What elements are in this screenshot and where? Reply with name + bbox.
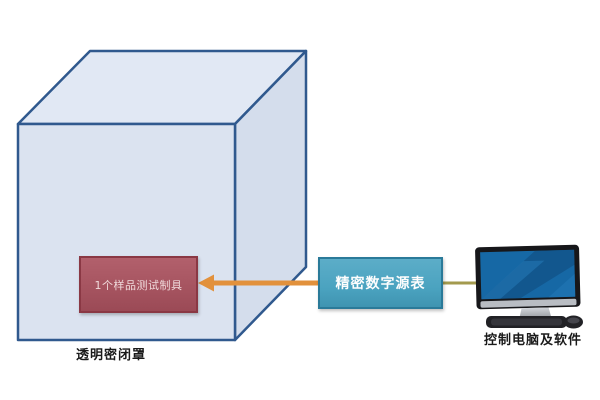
computer-caption: 控制电脑及软件 — [483, 333, 582, 348]
screen-wallpaper-facets — [481, 249, 576, 300]
arrowhead — [198, 274, 214, 292]
source-meter-label: 精密数字源表 — [335, 276, 426, 292]
source-meter-box: 精密数字源表 — [318, 257, 443, 309]
computer-peripherals — [486, 315, 583, 329]
monitor-chin — [480, 298, 577, 308]
arrow-meter-to-fixture — [198, 274, 318, 292]
enclosure-cube — [16, 49, 308, 342]
keyboard-keys — [491, 318, 562, 326]
fixture-box: 1个样品测试制具 — [79, 256, 198, 313]
mouse-highlight — [567, 317, 580, 324]
fixture-label: 1个样品测试制具 — [94, 278, 183, 292]
computer-monitor — [475, 244, 581, 321]
enclosure-caption: 透明密闭罩 — [75, 348, 146, 363]
